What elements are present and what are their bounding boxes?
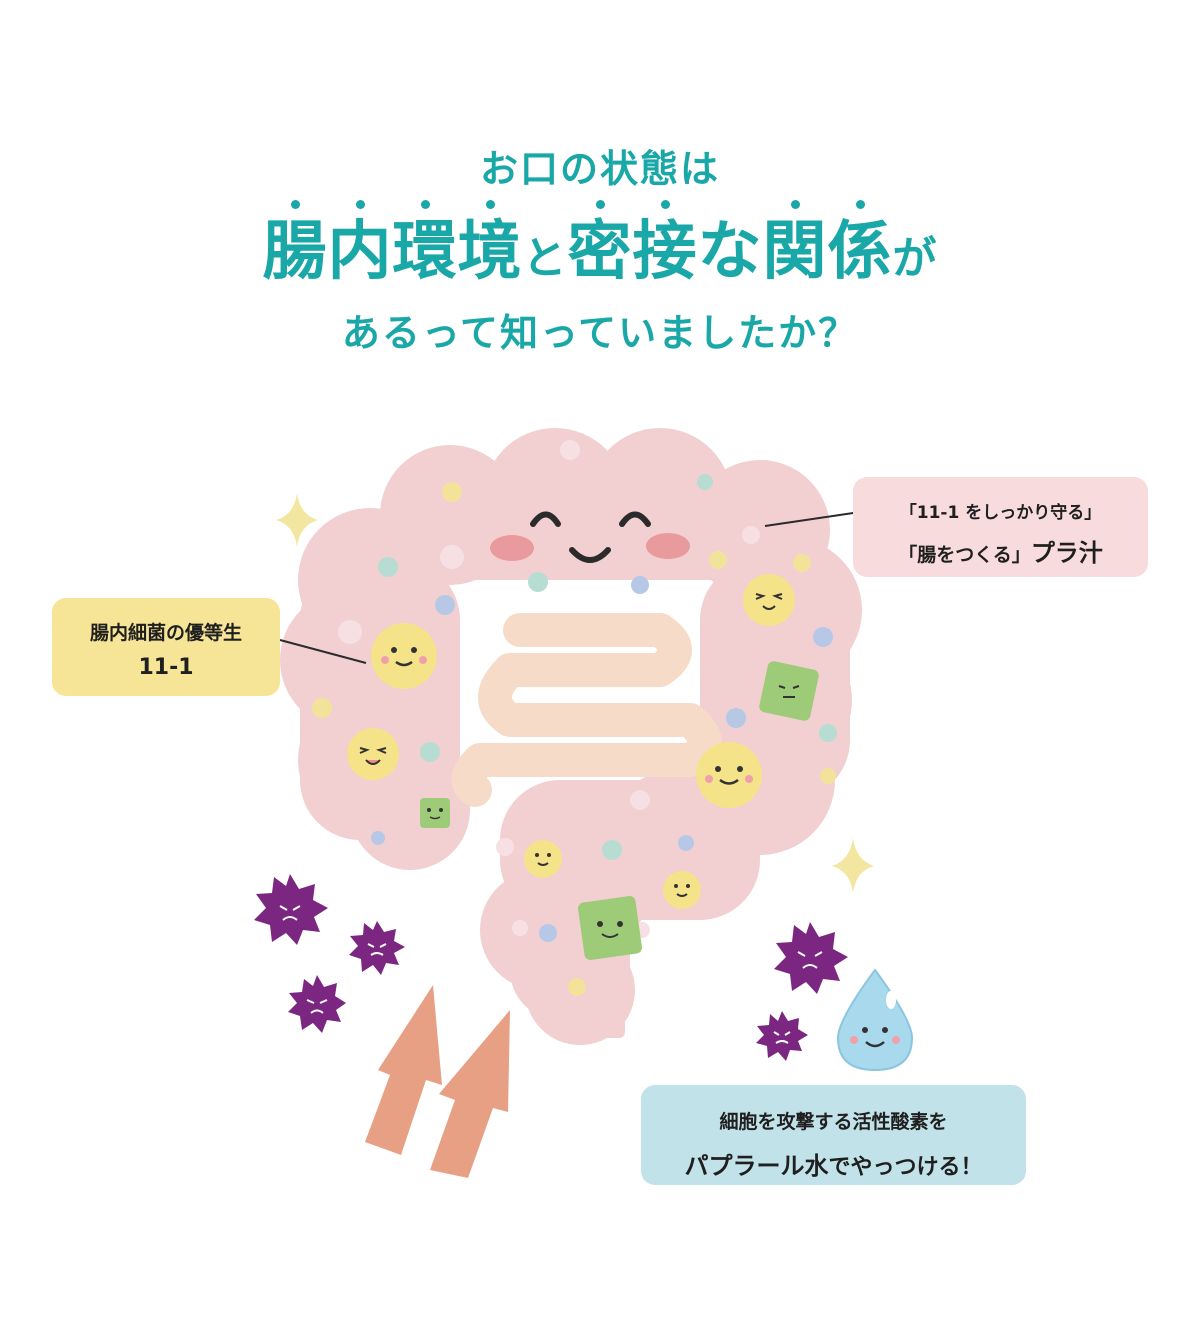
headline-emphasis-gut: 腸内環境 [263,200,523,289]
bacteria-icon [663,871,701,909]
bacteria-icon [420,798,450,828]
label-pura-juice-line2a: 「腸をつくる」 [898,544,1031,566]
virus-icon [349,921,405,975]
sparkle-icon [832,838,874,893]
bacteria-icon [743,574,795,626]
label-papural-water-line2: パプラール水でやっつける！ [641,1146,1026,1181]
label-papural-water-product: パプラール水 [684,1152,829,1180]
virus-icon [774,922,848,994]
virus-icon [288,975,346,1033]
label-papural-water: 細胞を攻撃する活性酸素を パプラール水でやっつける！ [641,1085,1026,1185]
leader-line [764,511,861,527]
headline-line2: 腸内環境と密接な関係が [0,200,1200,299]
small-intestine [451,613,722,807]
label-good-bacteria: 腸内細菌の優等生 11-1 [52,598,280,696]
headline-line3: あるって知っていましたか？ [341,311,859,355]
intestine-face [490,511,690,563]
headline-emphasis-close: 密接 [568,200,698,289]
label-pura-juice-line1: 「11-1 をしっかり守る」 [899,503,1102,523]
headline-particle-ga: が [892,233,938,284]
virus-icon [756,1011,808,1061]
bacteria-icon [371,623,437,689]
headline-emphasis-relation: 関係 [763,200,893,289]
water-drop-icon [836,968,914,1072]
label-good-bacteria-title: 腸内細菌の優等生 [89,622,242,644]
bacteria-icon [347,728,399,780]
label-papural-water-line2b: でやっつける！ [828,1155,983,1180]
headline-particle-na: な [697,215,763,289]
label-pura-juice-line2: 「腸をつくる」プラ汁 [853,533,1148,568]
headline-line1: お口の状態は [479,147,720,191]
label-good-bacteria-name: 11-1 [138,655,194,680]
bacteria-icon [524,840,562,878]
headline-particle-to: と [522,233,568,284]
label-pura-juice: 「11-1 をしっかり守る」 「腸をつくる」プラ汁 [853,477,1148,577]
bacteria-icon [578,896,642,960]
label-papural-water-line1: 細胞を攻撃する活性酸素を [719,1111,948,1133]
intestine-dots [312,440,837,996]
bacteria-icon [759,661,819,721]
up-arrow-icon [365,985,442,1155]
bacteria-icon [696,742,762,808]
label-pura-juice-product: プラ汁 [1030,539,1103,567]
sparkle-icon [276,493,318,547]
up-arrow-icon [430,1010,510,1178]
virus-icon [254,874,328,945]
leader-line [279,639,367,664]
